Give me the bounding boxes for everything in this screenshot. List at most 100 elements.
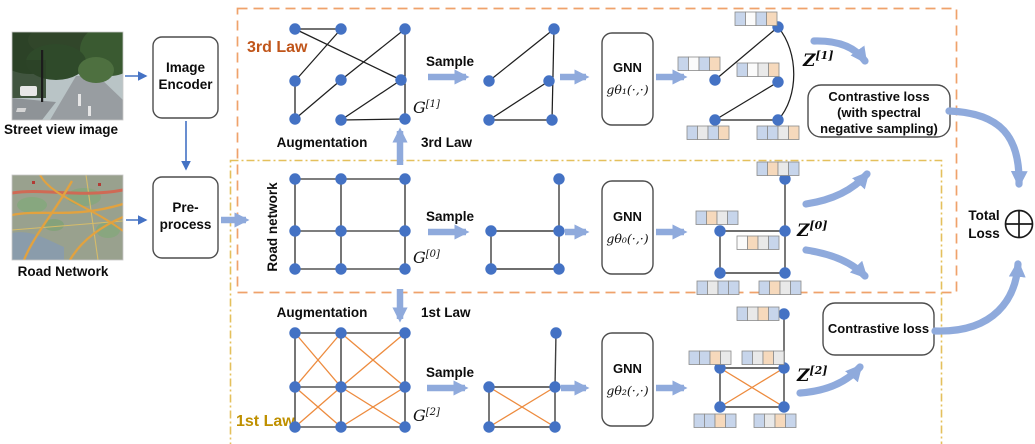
augmented-edge xyxy=(294,332,342,388)
graph-node xyxy=(335,421,347,433)
feature-vector xyxy=(758,280,802,295)
graph-node xyxy=(335,263,347,275)
graph-edge xyxy=(294,28,342,82)
gnn-title-r1: GNN xyxy=(613,60,642,75)
preprocess-box: Pre- process xyxy=(152,176,219,259)
graph-node xyxy=(779,225,791,237)
graph-edge xyxy=(554,332,557,388)
graph-node xyxy=(335,114,347,126)
embedding-label-z1: Z[1] xyxy=(802,49,834,71)
graph-node xyxy=(399,173,411,185)
graph-node xyxy=(399,23,411,35)
graph-node xyxy=(289,263,301,275)
third-law-region-border xyxy=(236,7,958,294)
graph-node xyxy=(335,74,347,86)
graph-node xyxy=(714,225,726,237)
graph-node xyxy=(289,421,301,433)
contrastive-loss-box: Contrastive loss xyxy=(822,302,935,356)
feature-vector xyxy=(734,11,778,26)
graph-node xyxy=(549,421,561,433)
feature-vector xyxy=(688,350,732,365)
graph-node xyxy=(289,173,301,185)
graph-node xyxy=(714,401,726,413)
graph-edge xyxy=(340,28,406,81)
graph-node xyxy=(483,114,495,126)
graph-edge xyxy=(294,79,342,120)
top-loss-to-total-arrow xyxy=(945,107,1028,188)
sampled-graph-r1 xyxy=(483,23,560,126)
feature-vector xyxy=(736,62,780,77)
feature-vector xyxy=(693,413,737,428)
gnn-fn-r0: gθ₀(·,·) xyxy=(606,231,648,246)
graph-node xyxy=(778,362,790,374)
augmentation-law-bottom: 1st Law xyxy=(421,305,471,320)
augmented-edge xyxy=(340,332,406,388)
graph-node xyxy=(550,327,562,339)
graph-label-g2: G[2] xyxy=(413,406,440,425)
z0-to-top-loss-arrow xyxy=(802,170,871,208)
gnn-title-r2: GNN xyxy=(613,361,642,376)
z1-to-loss-arrow xyxy=(810,37,869,65)
graph-node xyxy=(335,327,347,339)
graph-node xyxy=(289,381,301,393)
graph-node xyxy=(772,76,784,88)
graph-edge xyxy=(488,28,555,82)
graph-node xyxy=(399,421,411,433)
graph-node xyxy=(485,225,497,237)
contrastive-spectral-line1: Contrastive loss xyxy=(828,89,929,104)
gnn-box-r1: GNN gθ₁(·,·) xyxy=(601,32,654,126)
contrastive-spectral-line3: negative sampling) xyxy=(820,121,938,136)
graph-node xyxy=(483,421,495,433)
road-network-label: Road Network xyxy=(18,264,109,279)
graph-edge xyxy=(551,28,555,121)
graph-node xyxy=(549,381,561,393)
graph-edge xyxy=(777,26,795,121)
first-law-region-border xyxy=(229,159,943,444)
augmented-edge xyxy=(488,386,556,428)
graph-node xyxy=(399,113,411,125)
bottom-loss-to-total-arrow xyxy=(931,260,1026,335)
augmented-edge xyxy=(719,367,785,408)
graph-node xyxy=(335,23,347,35)
image-encoder-label-1: Image xyxy=(166,60,206,75)
feature-vector xyxy=(677,56,721,71)
road-network-image xyxy=(11,174,124,261)
graph-node xyxy=(778,308,790,320)
first-law-title: 1st Law xyxy=(236,413,295,430)
feature-vector xyxy=(753,413,797,428)
augmentation-law-top: 3rd Law xyxy=(421,135,473,150)
street-view-image xyxy=(11,31,124,121)
gnn-title-r0: GNN xyxy=(613,209,642,224)
graph-node xyxy=(483,381,495,393)
preprocess-label-2: process xyxy=(160,217,212,232)
graph-node xyxy=(779,267,791,279)
contrastive-loss-label: Contrastive loss xyxy=(828,321,929,336)
augmented-edge xyxy=(340,386,406,428)
feature-vector xyxy=(695,210,739,225)
gnn-box-r2: GNN gθ₂(·,·) xyxy=(601,332,654,427)
embedding-label-z2: Z[2] xyxy=(796,364,828,386)
gnn-box-r0: GNN gθ₀(·,·) xyxy=(601,180,654,275)
street-view-label: Street view image xyxy=(4,122,119,137)
sampled-graph-r2 xyxy=(483,327,562,433)
graph-node xyxy=(714,362,726,374)
graph-node xyxy=(553,225,565,237)
graph-node xyxy=(772,114,784,126)
embedded-graph-r0 xyxy=(695,161,802,295)
graph-node xyxy=(399,327,411,339)
preprocess-label-1: Pre- xyxy=(172,200,198,215)
total-loss-label-2: Loss xyxy=(968,226,1000,241)
graph-node xyxy=(553,263,565,275)
graph-edge xyxy=(714,26,779,81)
graph-node xyxy=(335,225,347,237)
embedded-graph-r2 xyxy=(688,306,797,428)
graph-node xyxy=(543,75,555,87)
graph-edge xyxy=(340,79,402,121)
feature-vector xyxy=(686,125,730,140)
road-network-side-label: Road network xyxy=(265,182,280,272)
embedding-label-z0: Z[0] xyxy=(796,219,828,241)
embedded-graph-r1 xyxy=(677,11,800,140)
graph-edge xyxy=(294,28,402,81)
augmentation-label-bottom: Augmentation xyxy=(277,305,368,320)
